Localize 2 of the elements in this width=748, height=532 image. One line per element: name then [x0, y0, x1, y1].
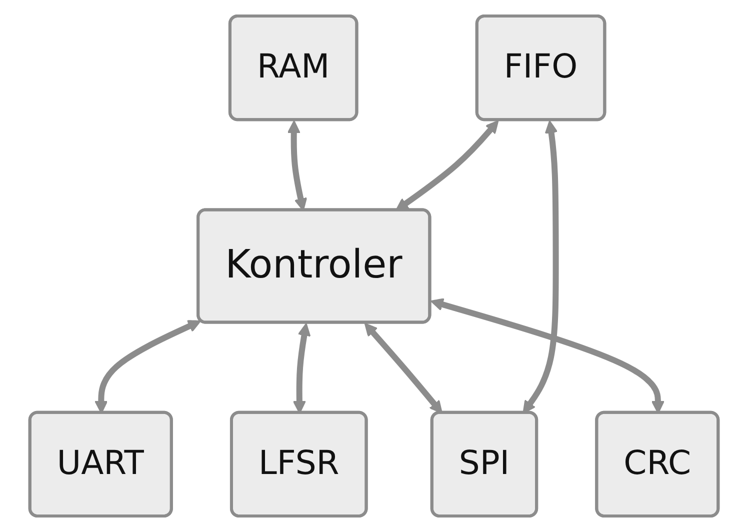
arrow: [364, 322, 443, 414]
block-diagram: RAM FIFO Kontroler UART LFSR SPI CRC: [4, 4, 744, 528]
